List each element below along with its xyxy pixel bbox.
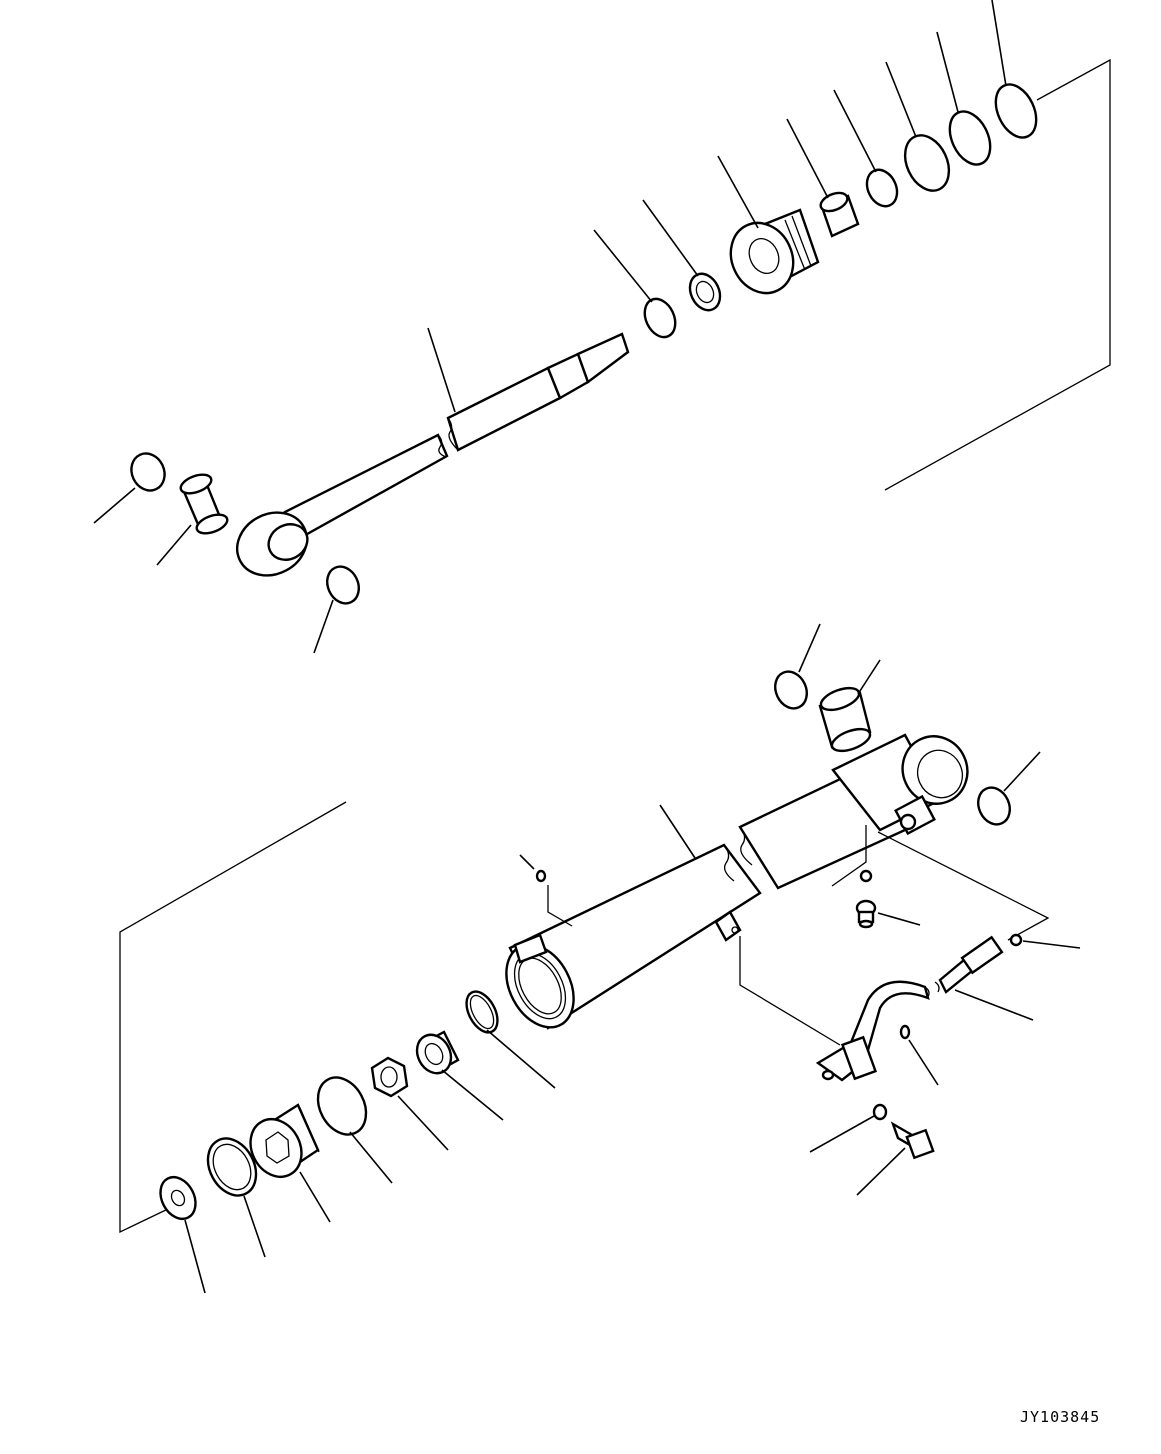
leader-piston-rod: [427, 327, 456, 413]
hose-ref-line: [877, 831, 1050, 941]
piston-rod: [236, 332, 630, 577]
leader-bolt: [856, 1147, 906, 1196]
leader-clamp: [908, 1039, 939, 1086]
leader-tube-snap-ring: [798, 623, 821, 673]
leader-piston-ring: [936, 31, 959, 113]
clamp: [815, 1035, 878, 1082]
drawing-code: JY103845: [1020, 1408, 1101, 1426]
cylinder-head: [249, 1103, 320, 1178]
piston-seal-ring: [865, 168, 899, 208]
leader-spring-ring: [486, 1029, 556, 1089]
group-bracket-top: [884, 58, 1111, 491]
rod-head-dust-seal: [130, 452, 166, 492]
piston: [729, 208, 820, 295]
leader-piston-retainer-ring: [593, 229, 653, 303]
group-bracket-bottom: [119, 801, 347, 1234]
leader-rod-head-snap-ring: [313, 599, 334, 654]
leader-cylinder-tube: [659, 804, 696, 859]
leader-plug: [519, 854, 535, 870]
tube-end-bushing: [818, 686, 872, 753]
plug: [535, 869, 547, 883]
head-o-ring: [316, 1076, 368, 1136]
nut: [370, 1056, 409, 1098]
backup-ring: [994, 83, 1038, 139]
rod-head-snap-ring: [326, 565, 360, 605]
leader-tube-dust-seal: [1003, 751, 1041, 792]
cylinder-tube: [505, 733, 969, 1030]
leader-washer: [809, 1115, 875, 1153]
leader-hose: [954, 989, 1034, 1021]
leader-piston-nut: [642, 199, 699, 277]
piston-retainer-ring: [643, 297, 677, 339]
leader-rod-head-bushing: [156, 524, 192, 566]
washer: [872, 1103, 888, 1121]
bolt: [890, 1121, 935, 1160]
leader-piston-seal-ring: [833, 89, 877, 173]
leader-head-washer: [184, 1219, 206, 1294]
leader-hose-o-ring: [1022, 940, 1081, 949]
head-plug-ref-line: [831, 825, 867, 887]
piston-rod-assembly: [93, 0, 1111, 654]
tube-snap-ring: [774, 670, 808, 710]
leader-head-seal: [243, 1195, 266, 1258]
clamp-o-ring: [899, 1024, 911, 1040]
wear-ring: [903, 134, 951, 192]
collar: [415, 1030, 460, 1075]
leader-grease-fitting: [877, 912, 921, 926]
piston-bushing: [819, 191, 860, 238]
leader-piston-bushing: [786, 118, 829, 199]
leader-piston: [717, 155, 759, 229]
hose-o-ring: [1009, 933, 1023, 947]
leader-rod-head-dust-seal: [93, 487, 136, 524]
plug-ref-line: [547, 885, 573, 927]
cylinder-tube-assembly: [119, 623, 1081, 1294]
leader-collar: [441, 1069, 504, 1121]
leader-wear-ring: [885, 61, 917, 138]
leader-cylinder-head: [299, 1171, 331, 1223]
clamp-ref-line: [739, 936, 841, 1046]
head-seal: [206, 1137, 258, 1197]
hose: [848, 935, 1004, 1052]
piston-nut: [688, 272, 722, 312]
leader-backup-ring: [991, 0, 1007, 87]
head-plug: [859, 869, 873, 883]
leader-nut: [397, 1095, 449, 1151]
tube-dust-seal: [977, 786, 1011, 826]
rod-head-bushing: [179, 473, 229, 535]
spring-ring: [465, 990, 499, 1034]
head-washer: [159, 1175, 197, 1221]
piston-ring: [948, 110, 992, 166]
leader-head-o-ring: [349, 1131, 393, 1184]
grease-fitting: [855, 899, 877, 929]
leader-tube-end-bushing: [857, 659, 881, 695]
